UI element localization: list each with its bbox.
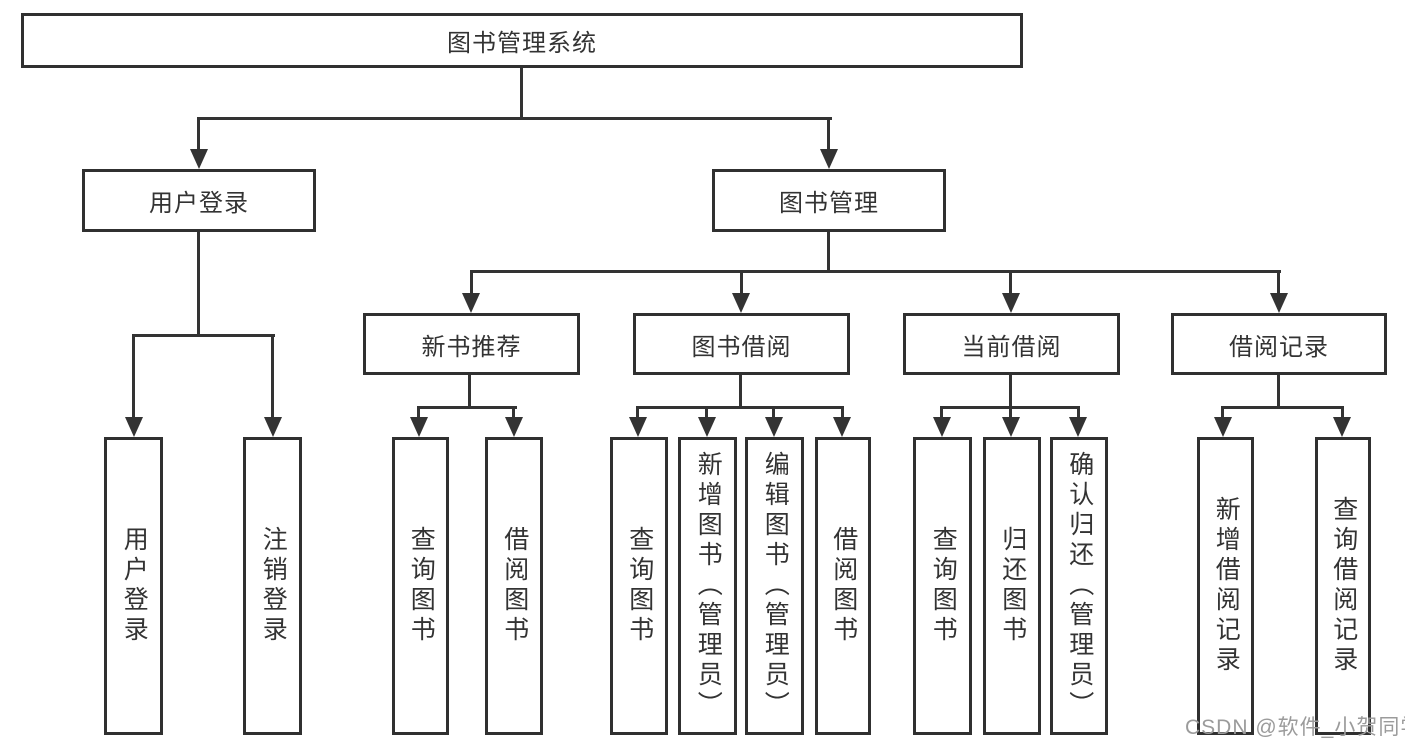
connector-line [418, 406, 517, 409]
arrow-down-icon [264, 417, 282, 437]
arrow-down-icon [1270, 293, 1288, 313]
node-label: 确认归还（管理员） [1065, 451, 1094, 721]
connector-line [940, 406, 943, 417]
node-book-management: 图书管理 [712, 169, 946, 232]
arrow-down-icon [698, 417, 716, 437]
leaf-query-books-borrowing: 查询图书 [610, 437, 668, 735]
node-label: 查询图书 [929, 526, 958, 646]
connector-line [1077, 406, 1080, 417]
arrow-down-icon [505, 417, 523, 437]
connector-line [1277, 375, 1280, 409]
arrow-down-icon [1002, 293, 1020, 313]
connector-line [1009, 406, 1012, 417]
connector-line [1009, 270, 1012, 293]
connector-line [739, 375, 742, 409]
leaf-user-login: 用户登录 [104, 437, 163, 735]
connector-line [197, 232, 200, 336]
arrow-down-icon [833, 417, 851, 437]
connector-line [1221, 406, 1224, 417]
connector-line [417, 406, 420, 417]
node-label: 借阅图书 [829, 526, 858, 646]
node-label: 查询图书 [407, 526, 436, 646]
connector-line [827, 117, 830, 149]
node-label: 图书管理 [779, 190, 879, 217]
node-user-login-module: 用户登录 [82, 169, 316, 232]
connector-line [198, 117, 832, 120]
arrow-down-icon [1069, 417, 1087, 437]
connector-line [468, 375, 471, 409]
connector-line [636, 406, 639, 417]
node-book-borrowing: 图书借阅 [633, 313, 850, 375]
connector-line [470, 270, 473, 293]
node-label: 注销登录 [259, 526, 288, 646]
arrow-down-icon [190, 149, 208, 169]
connector-line [827, 232, 830, 273]
connector-line [1341, 406, 1344, 417]
connector-line [470, 270, 1281, 273]
leaf-borrow-books-borrowing: 借阅图书 [815, 437, 871, 735]
leaf-query-books-recommend: 查询图书 [392, 437, 449, 735]
arrow-down-icon [1214, 417, 1232, 437]
node-label: 新书推荐 [421, 333, 522, 361]
connector-line [841, 406, 844, 417]
arrow-down-icon [462, 293, 480, 313]
connector-line [772, 406, 775, 417]
connector-line [512, 406, 515, 417]
leaf-add-borrow-record: 新增借阅记录 [1197, 437, 1254, 735]
connector-line [1221, 406, 1344, 409]
arrow-down-icon [410, 417, 428, 437]
arrow-down-icon [629, 417, 647, 437]
leaf-query-books-current: 查询图书 [913, 437, 972, 735]
node-label: 归还图书 [998, 526, 1027, 646]
arrow-down-icon [732, 293, 750, 313]
node-label: 新增借阅记录 [1212, 496, 1241, 676]
node-label: 查询借阅记录 [1329, 496, 1358, 676]
node-root-library-system: 图书管理系统 [21, 13, 1023, 68]
leaf-query-borrow-record: 查询借阅记录 [1315, 437, 1371, 735]
connector-line [132, 334, 135, 417]
node-label: 用户登录 [120, 526, 149, 646]
node-new-book-recommend: 新书推荐 [363, 313, 580, 375]
node-label: 图书借阅 [691, 333, 792, 361]
arrow-down-icon [125, 417, 143, 437]
node-label: 查询图书 [625, 526, 654, 646]
node-label: 新增图书（管理员） [694, 451, 723, 721]
connector-line [636, 406, 844, 409]
leaf-borrow-books-recommend: 借阅图书 [485, 437, 543, 735]
connector-line [705, 406, 708, 417]
leaf-add-book-admin: 新增图书（管理员） [678, 437, 737, 735]
arrow-down-icon [933, 417, 951, 437]
node-label: 借阅图书 [500, 526, 529, 646]
connector-line [197, 117, 200, 149]
node-label: 编辑图书（管理员） [761, 451, 790, 721]
node-borrow-records: 借阅记录 [1171, 313, 1387, 375]
node-label: 当前借阅 [961, 333, 1062, 361]
leaf-return-book: 归还图书 [983, 437, 1041, 735]
connector-line [271, 334, 274, 417]
connector-line [520, 68, 523, 118]
leaf-confirm-return-admin: 确认归还（管理员） [1050, 437, 1108, 735]
node-current-borrowing: 当前借阅 [903, 313, 1120, 375]
connector-line [740, 270, 743, 293]
connector-line [1009, 375, 1012, 409]
arrow-down-icon [765, 417, 783, 437]
connector-line [1277, 270, 1280, 293]
arrow-down-icon [820, 149, 838, 169]
node-label: 用户登录 [149, 190, 249, 217]
node-label: 图书管理系统 [447, 30, 597, 57]
csdn-watermark: CSDN @软件_小贺同学 [1185, 716, 1405, 739]
node-label: 借阅记录 [1229, 333, 1329, 361]
arrow-down-icon [1333, 417, 1351, 437]
leaf-edit-book-admin: 编辑图书（管理员） [745, 437, 804, 735]
arrow-down-icon [1002, 417, 1020, 437]
connector-line [132, 334, 275, 337]
leaf-logout: 注销登录 [243, 437, 302, 735]
